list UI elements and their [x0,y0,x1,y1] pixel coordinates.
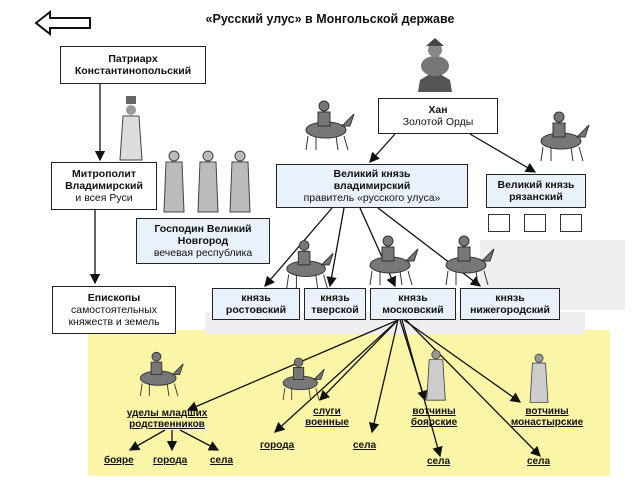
votchiny-monast-line1: вотчины [525,406,569,417]
prince-moscow-box: князь московский [370,288,456,320]
metropolitan-box: Митрополит Владимирский и всея Руси [51,162,157,210]
khan-figure-icon [418,38,452,92]
patriarch-figure-icon [119,96,143,161]
udely-label: уделы младших родственников [112,408,222,430]
slugi-line1: слуги [313,406,341,417]
slugi-line2: военные [305,417,349,428]
vladimir-title: Великий князь [333,167,411,180]
nizhny-subtitle: нижегородский [470,304,550,316]
people-figures-icon [529,353,549,403]
rostov-title: князь [241,291,271,304]
novgorod-box: Господин Великий Новгород вечевая респуб… [136,218,270,264]
grand-prince-ryazan-box: Великий князь рязанский [486,174,586,208]
votchiny-boyar-label: вотчины боярские [406,406,462,428]
arrow-khan-ryazan [469,133,537,173]
arrow-vladimir-rostov [264,207,333,287]
horseman-icon [540,111,590,162]
moscow-title: князь [398,291,428,304]
votchiny-boyar-line1: вотчины [412,406,456,417]
horseman-icon [369,235,419,286]
novgorod-line3: вечевая республика [153,247,253,260]
arrow-khan-vladimir [369,133,396,163]
khan-subtitle: Золотой Орды [402,116,474,128]
horseman-icon [139,351,184,397]
people-figures-icon [163,150,251,213]
patriarch-subtitle: Константинопольский [74,65,192,77]
bishops-line2: самостоятельных [71,303,157,316]
tver-title: князь [320,291,350,304]
sela-label: села [527,456,551,467]
prince-tver-box: князь тверской [304,288,366,320]
bishops-line3: княжеств и земель [68,316,160,329]
khan-title: Хан [428,103,448,116]
patriarch-box: Патриарх Константинопольский [60,46,206,84]
khan-box: Хан Золотой Орды [378,98,498,134]
goroda-label: города [153,455,188,466]
sela-label: села [210,455,234,466]
udely-line1: уделы младших [126,408,208,419]
horseman-icon [286,240,334,289]
horseman-icon [282,357,325,401]
moscow-subtitle: московский [382,304,444,316]
bishops-title: Епископы [87,291,141,304]
moscow-arrows [186,319,541,458]
page-title: «Русский улус» в Монгольской державе [205,12,455,26]
prince-nizhny-box: князь нижегородский [460,288,560,320]
rostov-subtitle: ростовский [225,304,287,316]
boyare-label: бояре [104,455,134,466]
horseman-icon [445,235,495,286]
arrow-vladimir-tver [326,207,345,288]
udely-line2: родственников [129,419,205,430]
lower-area-highlight [88,330,610,476]
bishops-box: Епископы самостоятельных княжеств и земе… [52,286,176,334]
ryazan-sub-box [524,214,546,232]
novgorod-title: Господин Великий [154,222,252,235]
ryazan-subtitle: рязанский [509,191,563,203]
grand-prince-vladimir-box: Великий князь владимирский правитель «ру… [276,164,468,208]
metropolitan-title: Митрополит [72,167,136,180]
patriarch-title: Патриарх [108,52,158,65]
metropolitan-line3: и всея Руси [75,192,133,205]
prince-rostov-box: князь ростовский [212,288,300,320]
slugi-label: слуги военные [303,406,351,428]
votchiny-monast-line2: монастырские [510,417,584,428]
back-arrow-icon[interactable] [34,10,92,36]
people-figures-icon [426,349,446,401]
novgorod-line2: Новгород [177,234,229,247]
metropolitan-line2: Владимирский [65,179,143,192]
ryazan-sub-box [488,214,510,232]
sela-label: села [427,456,451,467]
vladimir-line2: владимирский [333,179,411,192]
votchiny-monast-label: вотчины монастырские [504,406,590,428]
nizhny-title: князь [495,291,525,304]
horseman-icon [305,100,355,151]
ryazan-title: Великий князь [497,178,575,191]
goroda-label: города [260,440,295,451]
votchiny-boyar-line2: боярские [410,417,458,428]
tver-subtitle: тверской [311,304,359,316]
vladimir-line3: правитель «русского улуса» [303,192,441,205]
sela-label: села [353,440,377,451]
ryazan-sub-box [560,214,582,232]
